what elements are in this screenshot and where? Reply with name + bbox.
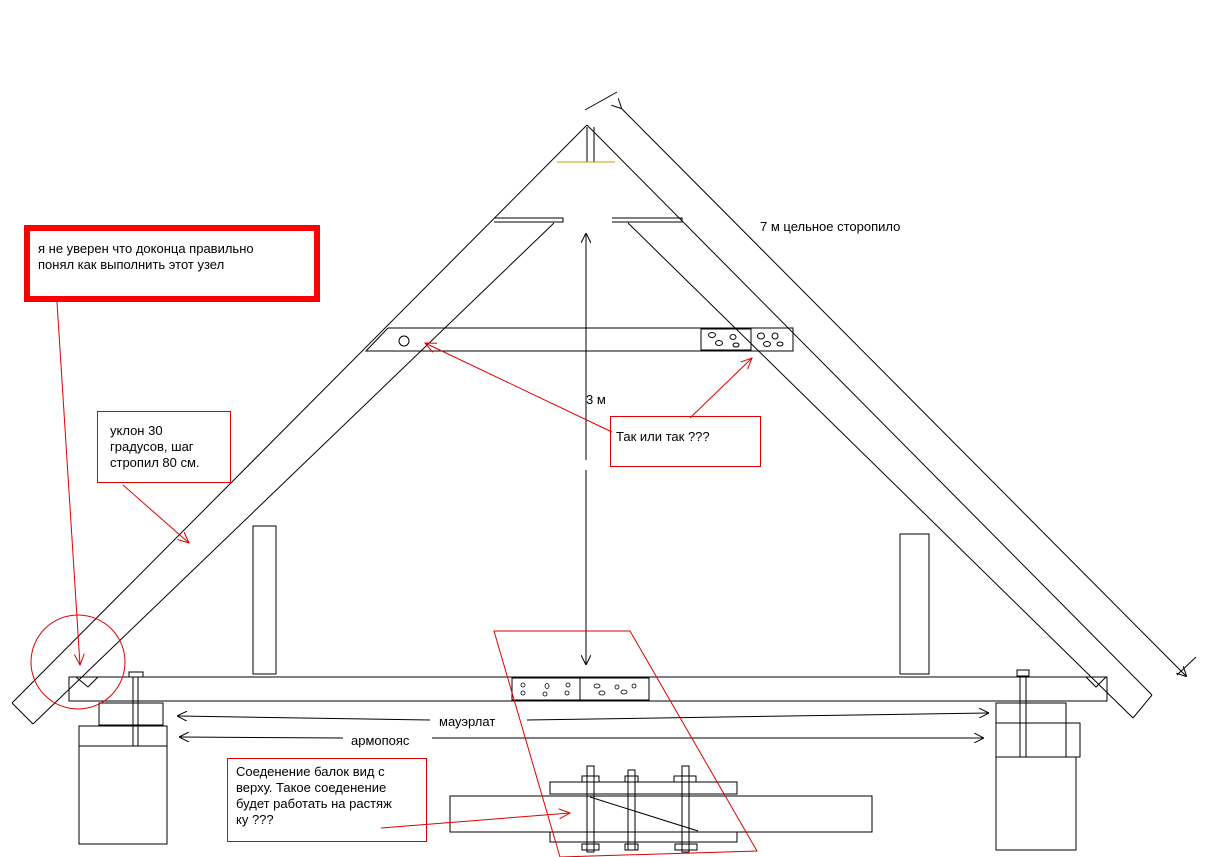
- note-uncertain-pointer: [56, 301, 80, 665]
- note-uncertain: я не уверен что доконца правильно понял …: [24, 225, 320, 302]
- collar-tie: [364, 327, 794, 352]
- note-slope-pointer: [122, 484, 189, 543]
- rafter-length-dimension: [584, 91, 1197, 676]
- armopoyas-label: армопояс: [351, 733, 410, 748]
- left-post: [252, 525, 277, 675]
- highlight-circle-eave-node: [30, 614, 126, 710]
- armopoyas-arrow-left: [180, 737, 344, 738]
- tie-beam: [68, 676, 1108, 702]
- mauerlat-arrow-left: [178, 716, 431, 720]
- joint-detail-highlight: [493, 630, 758, 857]
- height-label: 3 м: [586, 392, 606, 407]
- note-slope: уклон 30 градусов, шаг стропил 80 см.: [97, 411, 231, 483]
- right-post: [899, 533, 930, 675]
- right-wall-support: [995, 669, 1081, 851]
- mauerlat-label: мауэрлат: [439, 714, 495, 729]
- note-question-pointer-left: [425, 343, 613, 433]
- beam-joint-detail: [449, 765, 873, 853]
- note-question: Так или так ???: [610, 416, 761, 467]
- note-question-pointer-right: [689, 358, 752, 419]
- note-joint: Соеденение балок вид с верху. Такое соед…: [227, 758, 427, 842]
- left-wall-support: [78, 671, 168, 845]
- rafter-length-label: 7 м цельное сторопило: [760, 219, 900, 234]
- note-joint-pointer: [380, 813, 570, 829]
- mauerlat-arrow-right: [526, 713, 988, 721]
